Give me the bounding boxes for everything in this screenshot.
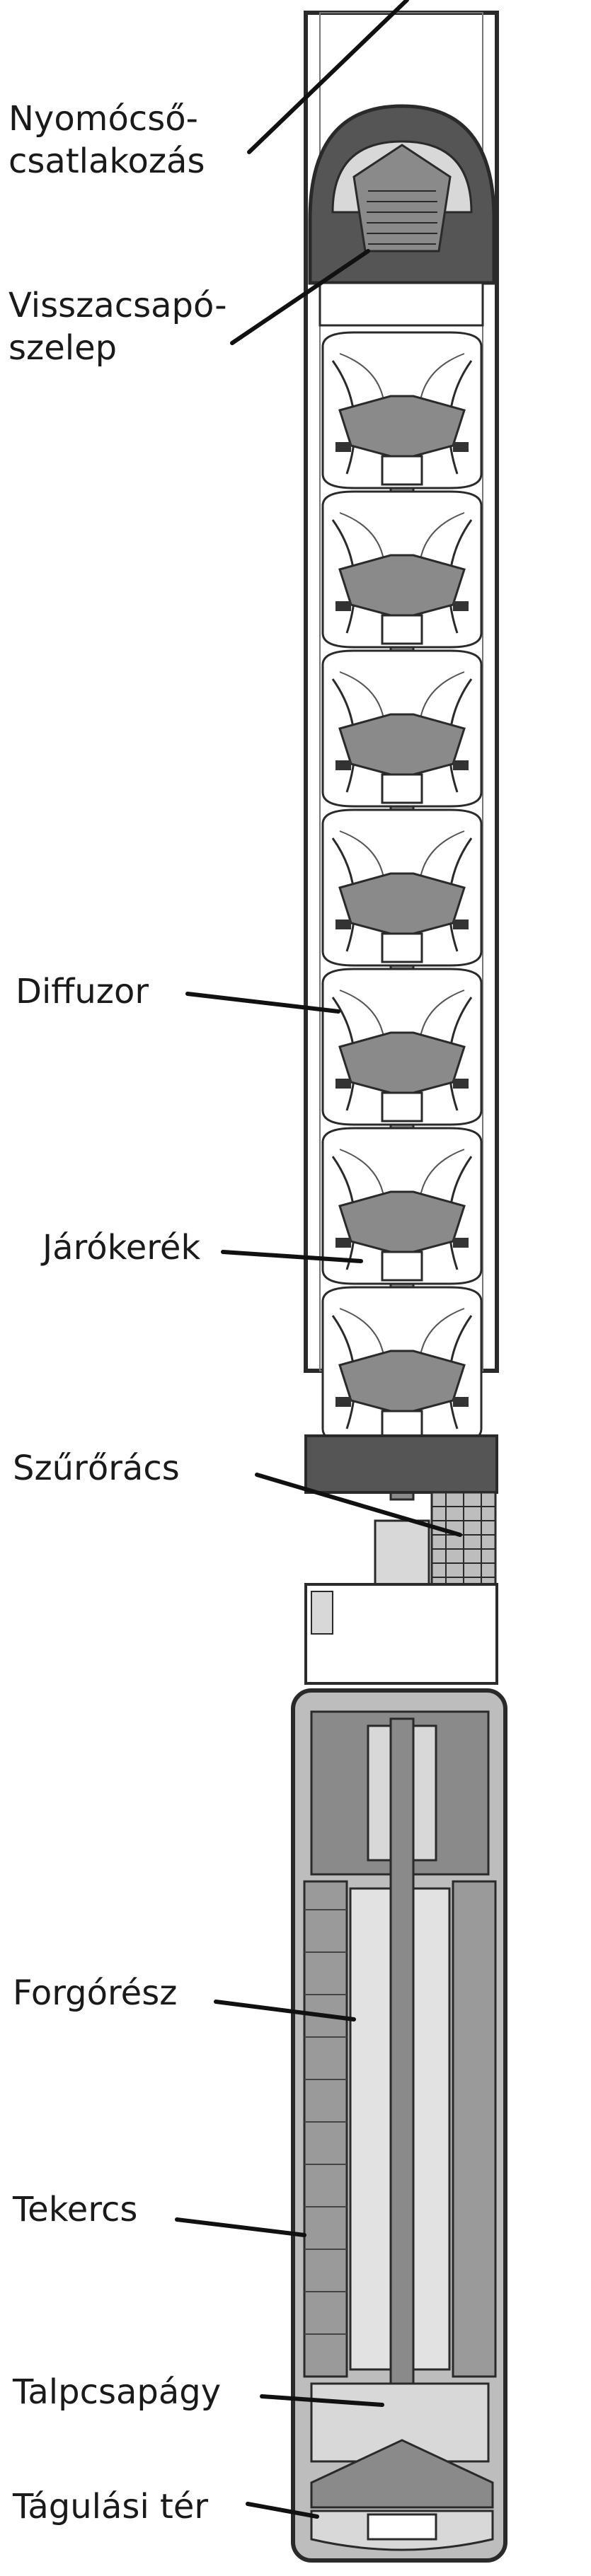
label-forgoresz: Forgórész — [13, 1973, 177, 2013]
leader-szurotracs — [255, 1473, 462, 1537]
labels: Nyomócső-csatlakozás Visszacsapó-szelep … — [8, 99, 227, 2526]
leader-nyomocso — [247, 0, 409, 154]
impeller-hub — [381, 614, 423, 645]
label-tekercs: Tekercs — [12, 2190, 137, 2229]
wear-ring — [453, 442, 469, 452]
leader-diffuzor — [185, 992, 340, 1014]
stator-winding-right — [452, 1880, 497, 2378]
impeller — [338, 554, 466, 617]
motor — [291, 1688, 507, 2563]
motor-shaft — [389, 1717, 415, 2427]
wear-ring — [335, 919, 351, 929]
label-jarokerek: Járókerék — [40, 1228, 200, 1267]
leader-talpcsapagy — [260, 2394, 384, 2407]
wear-ring — [335, 1238, 351, 1248]
wear-ring — [453, 1079, 469, 1089]
wear-ring — [335, 442, 351, 452]
suction-strainer — [304, 1434, 498, 1685]
impeller — [338, 872, 466, 935]
check-valve-cone — [352, 144, 452, 253]
impeller-hub — [381, 932, 423, 963]
wear-ring — [453, 919, 469, 929]
stator-winding-left — [303, 1880, 348, 2378]
intake-bolt — [311, 1591, 333, 1635]
label-tagulasi: Tágulási tér — [12, 2487, 208, 2526]
leader-visszacsapo — [230, 249, 370, 345]
impeller-hub — [381, 1251, 423, 1282]
label-talpcsapagy: Talpcsapágy — [12, 2372, 221, 2412]
leader-forgoresz — [214, 2000, 356, 2021]
label-szurotracs: Szűrőrács — [13, 1449, 180, 1488]
wear-ring — [453, 760, 469, 770]
check-valve — [319, 144, 484, 327]
impeller-hub — [381, 455, 423, 486]
impeller — [338, 1190, 466, 1253]
label-visszacsapo: Visszacsapó-szelep — [8, 286, 227, 368]
leader-tekercs — [175, 2217, 306, 2237]
wear-ring — [453, 1238, 469, 1248]
impeller — [338, 1031, 466, 1094]
impeller-hub — [381, 1091, 423, 1122]
intake-body — [304, 1583, 498, 1685]
thrust-bearing — [310, 2439, 494, 2509]
label-diffuzor: Diffuzor — [16, 972, 149, 1011]
impeller-hub — [381, 773, 423, 804]
pump-stages — [321, 331, 483, 1444]
valve-seat — [319, 282, 484, 327]
leader-jarokerek — [221, 1250, 363, 1263]
wear-ring — [335, 1397, 351, 1407]
impeller — [338, 1350, 466, 1412]
wear-ring — [453, 1397, 469, 1407]
leader-tagulasi — [246, 2502, 319, 2519]
strainer-housing — [304, 1434, 498, 1494]
label-nyomocso: Nyomócső-csatlakozás — [8, 99, 205, 181]
leader-lines — [175, 0, 462, 2519]
wear-ring — [335, 760, 351, 770]
wear-ring — [453, 601, 469, 611]
impeller — [338, 395, 466, 458]
diaphragm — [367, 2513, 437, 2541]
wear-ring — [335, 601, 351, 611]
impeller — [338, 713, 466, 776]
wear-ring — [335, 1079, 351, 1089]
